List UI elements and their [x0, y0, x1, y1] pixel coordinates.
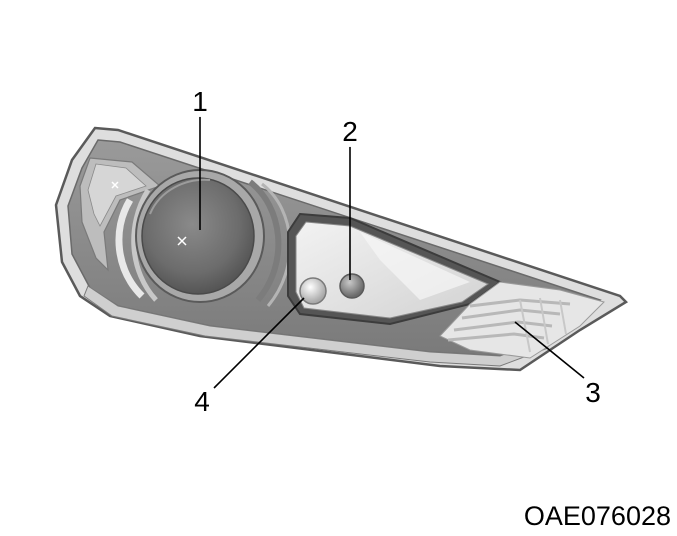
figure-code: OAE076028: [523, 501, 671, 531]
bulb-4: [299, 277, 327, 305]
led-strip-section: [439, 281, 605, 359]
marker-x-icon: [111, 181, 119, 189]
projector-lens: [135, 169, 292, 307]
callout-1: 1: [192, 86, 208, 117]
callout-3: 3: [585, 377, 601, 408]
left-reflector: [79, 157, 162, 302]
marker-x-icon: [177, 236, 187, 246]
bulb-2: [339, 273, 365, 299]
callouts: 1 2 3 4: [184, 85, 609, 417]
clear-lens-section: [287, 212, 503, 326]
leader-line-3: [514, 321, 585, 379]
callout-2: 2: [342, 116, 358, 147]
callout-4: 4: [194, 386, 210, 417]
leader-line-4: [213, 297, 305, 389]
leader-lines: [199, 116, 585, 389]
